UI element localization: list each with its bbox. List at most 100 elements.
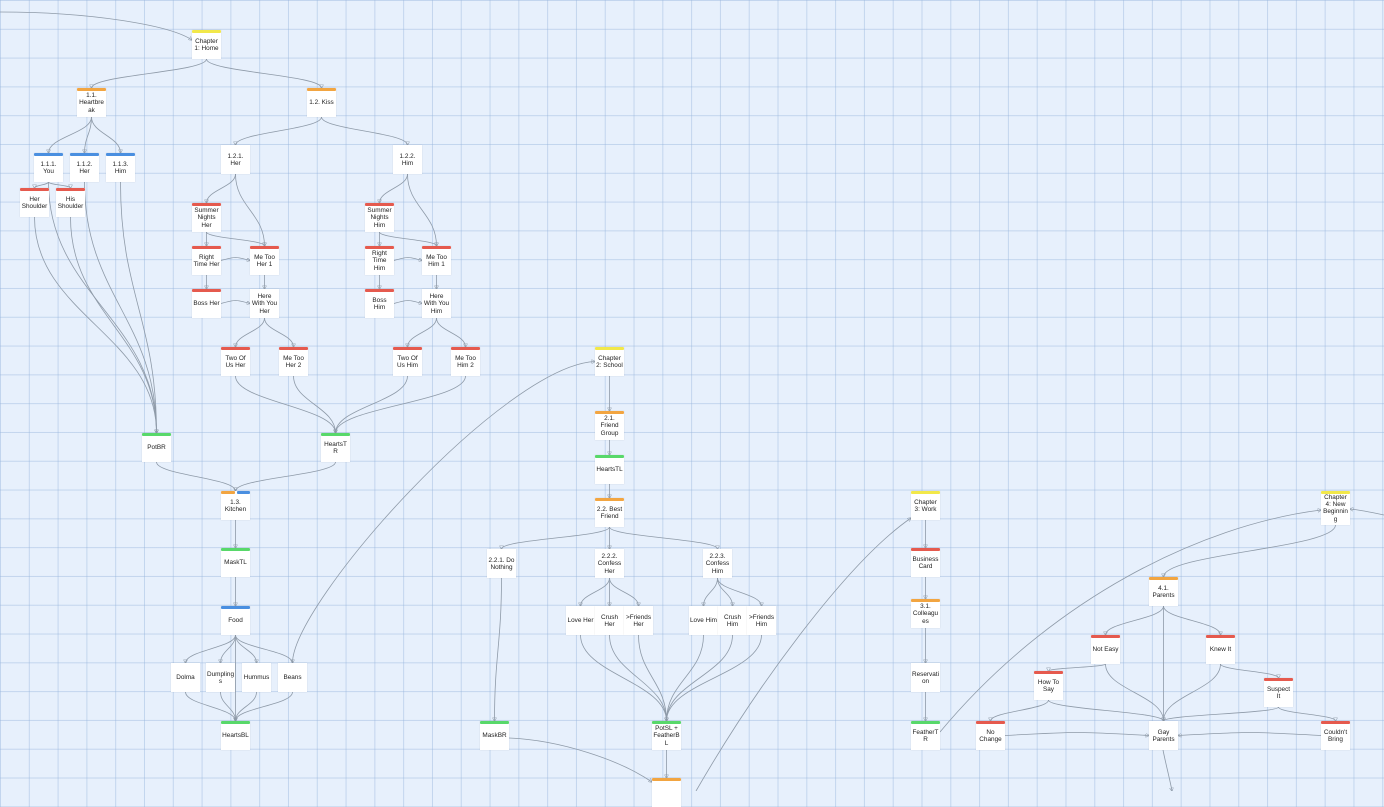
- node-right-time-her[interactable]: Right Time Her: [192, 246, 221, 275]
- edge-n223-crushhim: [717, 577, 733, 606]
- node-suspect-it[interactable]: Suspect It: [1264, 678, 1293, 707]
- node-love-her[interactable]: Love Her: [566, 606, 595, 635]
- edge-snher-mt1her: [206, 231, 265, 246]
- node-hummus[interactable]: Hummus: [242, 663, 271, 692]
- edge-food-dolma: [186, 634, 236, 663]
- node-her-shoulder[interactable]: Her Shoulder: [20, 188, 49, 217]
- node-no-change[interactable]: No Change: [976, 721, 1005, 750]
- node-here-with-you-him[interactable]: Here With You Him: [422, 289, 451, 318]
- node-maskbr[interactable]: MaskBR: [480, 721, 509, 750]
- node-chapter-2-school[interactable]: Chapter 2: School: [595, 347, 624, 376]
- edge-rthim-mt1him: [393, 257, 422, 261]
- node-beans[interactable]: Beans: [278, 663, 307, 692]
- node-1-2-1-her[interactable]: 1.2.1. Her: [221, 145, 250, 174]
- node-potsl-featherbl[interactable]: PotSL + FeatherBL: [652, 721, 681, 750]
- node-how-to-say[interactable]: How To Say: [1034, 671, 1063, 700]
- node-friend-group[interactable]: 2.1. Friend Group: [595, 411, 624, 440]
- node-friends-him[interactable]: >Friends Him: [747, 606, 776, 635]
- node-do-nothing[interactable]: 2.2.1. Do Nothing: [487, 549, 516, 578]
- node-boss-her[interactable]: Boss Her: [192, 289, 221, 318]
- node-heartsbl[interactable]: HeartsBL: [221, 721, 250, 750]
- node-parents[interactable]: 4.1. Parents: [1149, 577, 1178, 606]
- node-here-with-you-her[interactable]: Here With You Her: [250, 289, 279, 318]
- edge-offscreen-to-ch1: [0, 11, 192, 40]
- node-dumplings[interactable]: Dumplings: [206, 663, 235, 692]
- node-feathertr[interactable]: FeatherTR: [911, 721, 940, 750]
- edge-snhim-mt1him: [379, 231, 437, 246]
- node-right-time-him[interactable]: Right Time Him: [365, 246, 394, 275]
- edge-loveher-potsl: [580, 634, 667, 721]
- node-confess-him[interactable]: 2.2.3. Confess Him: [703, 549, 732, 578]
- node-heartstl[interactable]: HeartsTL: [595, 455, 624, 484]
- edge-heartstr-n13: [236, 461, 336, 491]
- node-best-friend[interactable]: 2.2. Best Friend: [595, 498, 624, 527]
- node-colleagues[interactable]: 3.1. Colleagues: [911, 599, 940, 628]
- node-not-easy[interactable]: Not Easy: [1091, 635, 1120, 664]
- node-confess-her[interactable]: 2.2.2. Confess Her: [595, 549, 624, 578]
- edge-bosshim-hwhim: [393, 300, 422, 304]
- edge-hummus-heartsbl: [236, 691, 257, 721]
- node-love-him[interactable]: Love Him: [689, 606, 718, 635]
- edge-food-hummus: [235, 634, 257, 663]
- node-kitchen[interactable]: 1.3. Kitchen: [221, 491, 250, 520]
- edge-food-beans: [235, 634, 293, 663]
- edge-howtosay-nochange: [991, 699, 1049, 721]
- edge-n223-frhim: [717, 577, 762, 606]
- edge-maskbr-to-bottom: [508, 737, 652, 782]
- node-business-card[interactable]: Business Card: [911, 548, 940, 577]
- node-1-2-2-him[interactable]: 1.2.2. Him: [393, 145, 422, 174]
- edge-n122-snhim: [380, 173, 408, 203]
- node-summer-nights-him[interactable]: Summer Nights Him: [365, 203, 394, 232]
- node-masktl[interactable]: MaskTL: [221, 548, 250, 577]
- node-heartstr[interactable]: HeartsTR: [321, 433, 350, 462]
- edge-n113-potbr: [120, 181, 157, 433]
- edge-n41-knewit: [1163, 605, 1221, 635]
- edge-n12-n122: [321, 116, 408, 145]
- edge-frhim-potsl: [667, 634, 762, 721]
- edge-noteasy-howtosay: [1049, 663, 1106, 671]
- edge-n111-potbr: [48, 181, 157, 433]
- node-me-too-him-1[interactable]: Me Too Him 1: [422, 246, 451, 275]
- node-dolma[interactable]: Dolma: [171, 663, 200, 692]
- edge-mt2her-heartstr: [293, 375, 336, 433]
- edge-n223-lovehim: [704, 577, 718, 606]
- node-1-1-1-you[interactable]: 1.1.1. You: [34, 153, 63, 182]
- node-knew-it[interactable]: Knew It: [1206, 635, 1235, 664]
- edge-knewit-gayparents: [1164, 663, 1221, 721]
- node-me-too-her-1[interactable]: Me Too Her 1: [250, 246, 279, 275]
- node-1-1-3-him[interactable]: 1.1.3. Him: [106, 153, 135, 182]
- edge-crushhim-potsl: [667, 634, 733, 721]
- node-couldnt-bring[interactable]: Couldn't Bring: [1321, 721, 1350, 750]
- edge-suspectit-couldntbring: [1278, 706, 1336, 721]
- node-crush-her[interactable]: Crush Her: [595, 606, 624, 635]
- node-me-too-him-2[interactable]: Me Too Him 2: [451, 347, 480, 376]
- node-food[interactable]: Food: [221, 606, 250, 635]
- edge-n41-noteasy: [1106, 605, 1164, 635]
- edge-n11-n111: [49, 116, 92, 153]
- edge-n222-loveher: [581, 577, 610, 606]
- node-friends-her[interactable]: >Friends Her: [624, 606, 653, 635]
- edge-dumplings-heartsbl: [220, 691, 236, 721]
- node-his-shoulder[interactable]: His Shoulder: [56, 188, 85, 217]
- node-boss-him[interactable]: Boss Him: [365, 289, 394, 318]
- node-crush-him[interactable]: Crush Him: [718, 606, 747, 635]
- node-1-1-2-her[interactable]: 1.1.2. Her: [70, 153, 99, 182]
- node-heartbreak[interactable]: 1.1. Heartbreak: [77, 88, 106, 117]
- node-summer-nights-her[interactable]: Summer Nights Her: [192, 203, 221, 232]
- node-me-too-her-2[interactable]: Me Too Her 2: [279, 347, 308, 376]
- edge-n22-n221: [502, 526, 610, 549]
- node-bottom-partial[interactable]: [652, 778, 681, 807]
- node-chapter-1-home[interactable]: Chapter 1: Home: [192, 30, 221, 59]
- edge-ch1-n12: [206, 58, 322, 88]
- node-chapter-4-new-beginning[interactable]: Chapter 4: New Beginning: [1321, 491, 1350, 525]
- edge-noteasy-gayparents: [1105, 663, 1164, 721]
- edge-suspectit-gayparents: [1164, 706, 1279, 721]
- node-two-of-us-her[interactable]: Two Of Us Her: [221, 347, 250, 376]
- node-potbr[interactable]: PotBR: [142, 433, 171, 462]
- node-reservation[interactable]: Reservation: [911, 663, 940, 692]
- node-kiss[interactable]: 1.2. Kiss: [307, 88, 336, 117]
- edge-n121-mt1her: [235, 173, 265, 246]
- node-two-of-us-him[interactable]: Two Of Us Him: [393, 347, 422, 376]
- node-gay-parents[interactable]: Gay Parents: [1149, 721, 1178, 750]
- node-chapter-3-work[interactable]: Chapter 3: Work: [911, 491, 940, 520]
